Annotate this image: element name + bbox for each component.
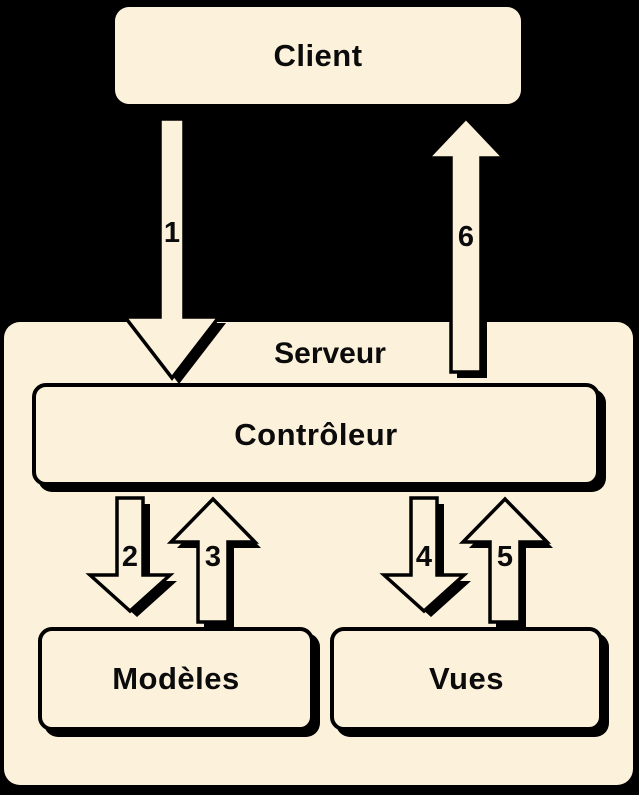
arrow-body [166, 496, 260, 624]
arrow-5-up-icon [458, 496, 553, 628]
views-node: Vues [330, 627, 603, 731]
arrow-4-down-icon [379, 496, 471, 617]
arrow-body [423, 115, 509, 374]
arrow-3-up-icon [166, 496, 261, 628]
arrow-body [85, 496, 175, 614]
controller-node: Contrôleur [32, 383, 600, 486]
models-node-label: Modèles [112, 661, 240, 696]
arrow-2-step-label: 2 [121, 541, 139, 573]
models-node: Modèles [38, 627, 314, 731]
client-node-label: Client [273, 37, 363, 73]
arrow-body [379, 496, 469, 614]
views-node-label: Vues [429, 661, 504, 696]
arrow-body [121, 117, 223, 381]
arrow-3-step-label: 3 [204, 541, 222, 573]
client-node: Client [115, 7, 521, 104]
arrow-4-step-label: 4 [415, 541, 433, 573]
arrow-6-up-icon [423, 115, 510, 378]
arrow-1-down-icon [121, 117, 226, 384]
arrow-body [458, 496, 552, 624]
arrow-1-step-label: 1 [163, 217, 181, 249]
arrow-5-step-label: 5 [496, 541, 514, 573]
server-container-label: Serveur [274, 337, 386, 370]
arrow-2-down-icon [85, 496, 177, 617]
controller-node-label: Contrôleur [234, 416, 398, 452]
arrow-6-step-label: 6 [457, 221, 475, 253]
